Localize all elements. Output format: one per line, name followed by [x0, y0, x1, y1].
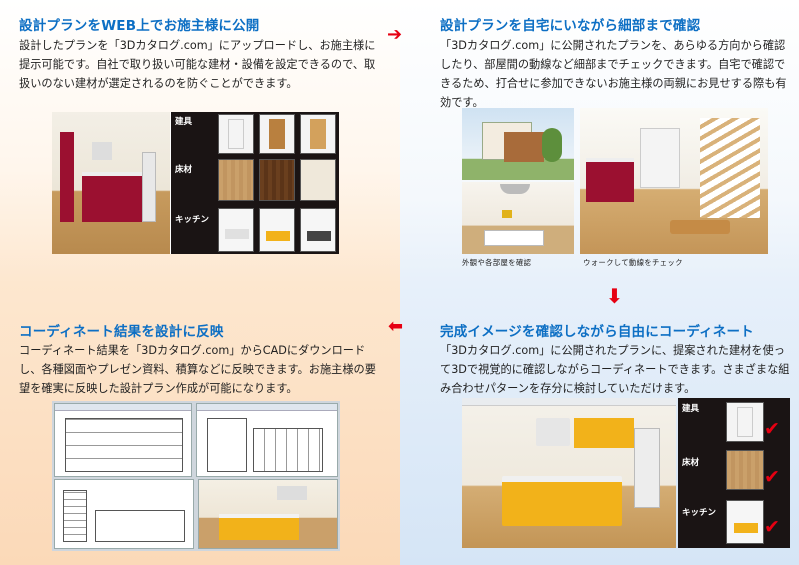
upload-floor-label: 床材 — [175, 165, 193, 175]
caption-walkthrough: ウォークして動線をチェック — [583, 258, 683, 267]
bedroom-render — [462, 182, 574, 254]
walkthrough-render — [580, 108, 768, 254]
reflect-title: コーディネート結果を設計に反映 — [19, 324, 224, 340]
door-thumb-white[interactable] — [218, 114, 254, 154]
arrow-down-icon: ⬇ — [606, 284, 623, 308]
door-thumb-oak[interactable] — [259, 114, 295, 154]
kitchen-thumb-yellow[interactable] — [259, 208, 295, 252]
reflect-body: コーディネート結果を「3Dカタログ.com」からCADにダウンロードし、各種図面… — [19, 344, 376, 395]
checkmark-icon: ✔ — [764, 418, 780, 440]
cad-section — [54, 479, 194, 549]
kitchen-thumb-dark[interactable] — [300, 208, 336, 252]
coordinate-material-panel: 建具 ✔ 床材 ✔ キッチン ✔ — [678, 398, 790, 548]
door-thumb-light[interactable] — [300, 114, 336, 154]
coordinate-body: 「3Dカタログ.com」に公開されたプランに、提案された建材を使って3Dで視覚的… — [440, 344, 790, 395]
selected-door-thumb[interactable] — [726, 402, 764, 442]
kitchen-thumb-white[interactable] — [218, 208, 254, 252]
upload-kitchen-label: キッチン — [175, 215, 210, 225]
cad-elevation — [196, 403, 338, 477]
cad-kitchen-render — [198, 479, 338, 549]
checkmark-icon: ✔ — [764, 466, 780, 488]
coordinate-kitchen-label: キッチン — [682, 508, 717, 518]
cad-floorplan — [54, 403, 192, 477]
selected-floor-thumb[interactable] — [726, 450, 764, 490]
coordinate-title: 完成イメージを確認しながら自由にコーディネート — [440, 324, 754, 340]
arrow-left-icon: ⬅ — [388, 316, 404, 337]
floor-thumb-white[interactable] — [300, 159, 336, 201]
upload-body: 設計したプランを「3Dカタログ.com」にアップロードし、お施主様に提示可能です… — [19, 39, 376, 90]
caption-exterior: 外観や各部屋を確認 — [462, 258, 532, 267]
upload-door-label: 建具 — [175, 117, 193, 127]
coordinate-door-label: 建具 — [682, 404, 700, 414]
checkmark-icon: ✔ — [764, 516, 780, 538]
floor-thumb-dark[interactable] — [259, 159, 295, 201]
coordinate-floor-label: 床材 — [682, 458, 700, 468]
exterior-render — [462, 108, 574, 180]
confirm-body: 「3Dカタログ.com」に公開されたプランを、あらゆる方向から確認したり、部屋間… — [440, 39, 787, 109]
cad-screenshots — [52, 401, 340, 551]
confirm-title: 設計プランを自宅にいながら細部まで確認 — [440, 18, 701, 34]
selected-kitchen-thumb[interactable] — [726, 500, 764, 544]
floor-thumb-natural[interactable] — [218, 159, 254, 201]
upload-kitchen-render — [52, 112, 170, 254]
upload-screenshot: 建具 床材 キッチン — [52, 112, 339, 254]
upload-title: 設計プランをWEB上でお施主様に公開 — [19, 18, 260, 34]
upload-material-panel: 建具 床材 キッチン — [171, 112, 339, 254]
coordinate-render — [462, 398, 676, 548]
arrow-right-icon: ➔ — [387, 24, 403, 45]
